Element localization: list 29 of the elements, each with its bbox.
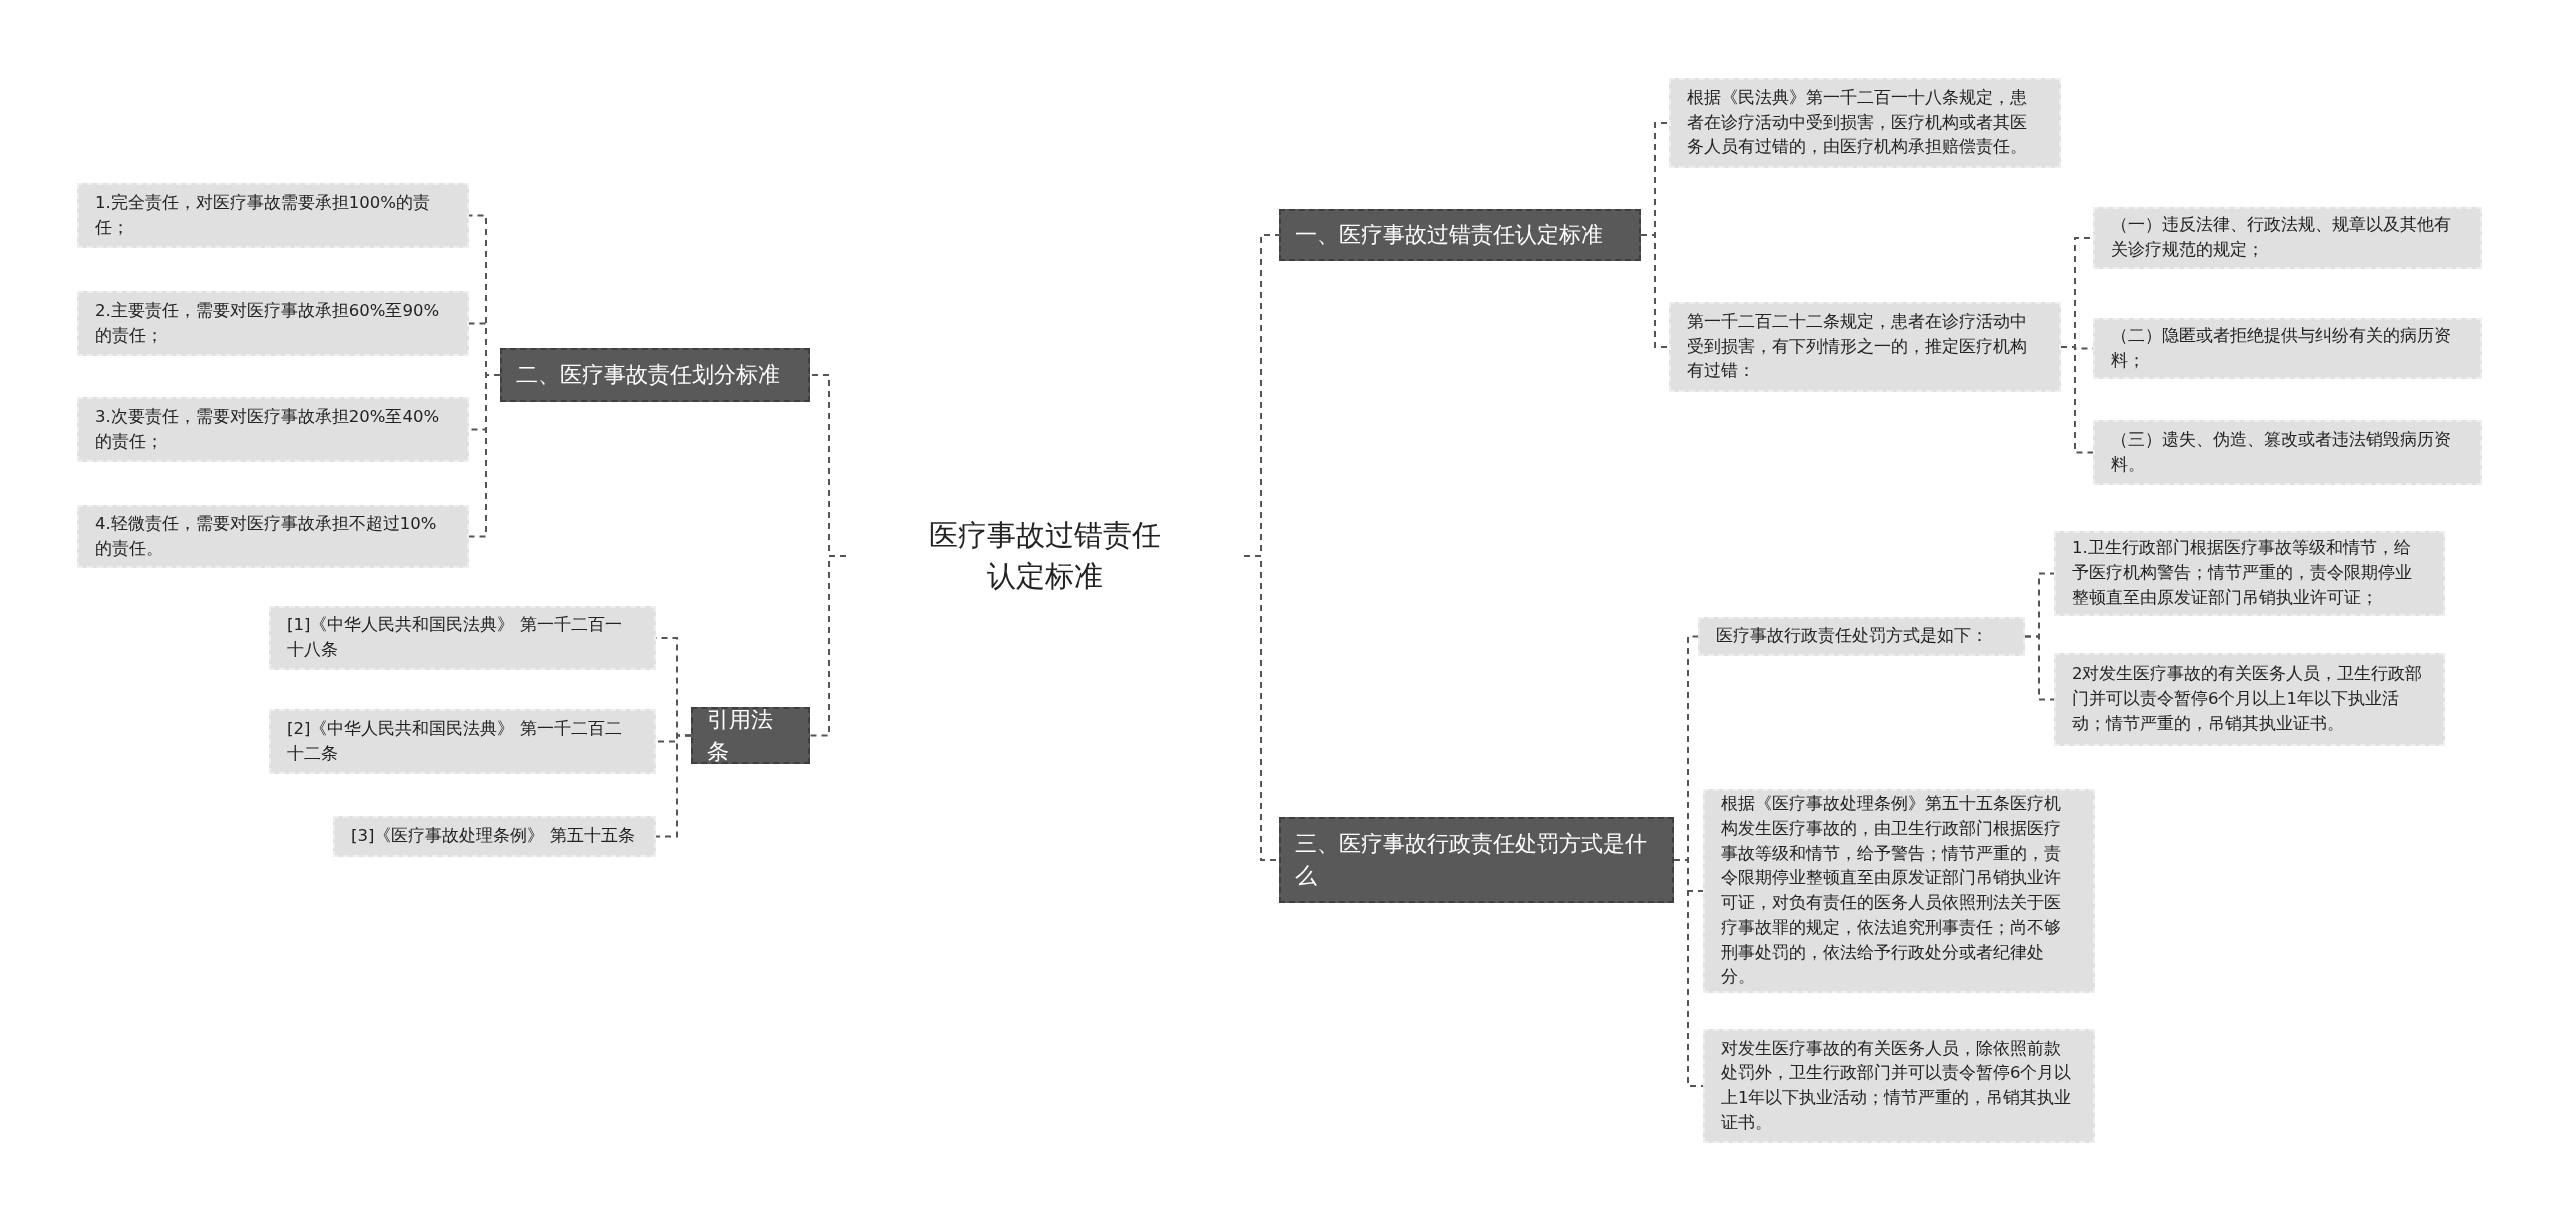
topic-box: 一、医疗事故过错责任认定标准 bbox=[1279, 209, 1641, 261]
subtopic-box: 对发生医疗事故的有关医务人员，除依照前款处罚外，卫生行政部门并可以责令暂停6个月以上1年以下执业活动；情节严重的，吊销其执业证书。 bbox=[1703, 1029, 2095, 1143]
subtopic-box: （三）遗失、伪造、篡改或者违法销毁病历资料。 bbox=[2093, 420, 2482, 485]
central-topic-text: 医疗事故过错责任认定标准 bbox=[928, 517, 1162, 595]
connector-line bbox=[2060, 346, 2094, 454]
connector-line bbox=[1640, 234, 1670, 348]
connector-line bbox=[809, 555, 847, 737]
subtopic-box: 2.主要责任，需要对医疗事故承担60%至90%的责任； bbox=[77, 291, 469, 356]
subtopic-box: 1.完全责任，对医疗事故需要承担100%的责任； bbox=[77, 183, 469, 248]
subtopic-box: 3.次要责任，需要对医疗事故承担20%至40%的责任； bbox=[77, 397, 469, 462]
subtopic-box: 第一千二百二十二条规定，患者在诊疗活动中受到损害，有下列情形之一的，推定医疗机构有过错： bbox=[1669, 302, 2061, 392]
topic-box: 引用法条 bbox=[691, 707, 810, 764]
subtopic-box: 4.轻微责任，需要对医疗事故承担不超过10%的责任。 bbox=[77, 505, 469, 568]
subtopic-box: [1]《中华人民共和国民法典》 第一千二百一十八条 bbox=[269, 606, 656, 670]
subtopic-box: 根据《医疗事故处理条例》第五十五条医疗机构发生医疗事故的，由卫生行政部门根据医疗事故等级和情节，给予警告；情节严重的，责令限期停业整顿直至由原发证部门吊销执业许可证，对负有责任的医务人员依照刑法关于医疗事故罪的规定，依法追究刑事责任；尚不够刑事处罚的，依法给予行政处分或者纪律处分。 bbox=[1703, 789, 2095, 993]
subtopic-box: 医疗事故行政责任处罚方式是如下： bbox=[1698, 617, 2025, 656]
connector-line bbox=[468, 374, 501, 538]
topic-box: 二、医疗事故责任划分标准 bbox=[500, 348, 810, 402]
subtopic-box: 1.卫生行政部门根据医疗事故等级和情节，给予医疗机构警告；情节严重的，责令限期停业整顿直至由原发证部门吊销执业许可证； bbox=[2054, 531, 2445, 616]
connector-line bbox=[1673, 859, 1704, 1087]
subtopic-box: （一）违反法律、行政法规、规章以及其他有关诊疗规范的规定； bbox=[2093, 207, 2482, 269]
subtopic-box: [3]《医疗事故处理条例》 第五十五条 bbox=[333, 816, 656, 857]
connector-line bbox=[655, 734, 692, 838]
subtopic-box: [2]《中华人民共和国民法典》 第一千二百二十二条 bbox=[269, 709, 656, 774]
subtopic-box: 根据《民法典》第一千二百一十八条规定，患者在诊疗活动中受到损害，医疗机构或者其医务人员有过错的，由医疗机构承担赔偿责任。 bbox=[1669, 78, 2061, 168]
subtopic-box: 2对发生医疗事故的有关医务人员，卫生行政部门并可以责令暂停6个月以上1年以下执业活动；情节严重的，吊销其执业证书。 bbox=[2054, 653, 2445, 746]
connector-line bbox=[2024, 635, 2055, 701]
topic-box: 三、医疗事故行政责任处罚方式是什么 bbox=[1279, 817, 1674, 903]
subtopic-box: （二）隐匿或者拒绝提供与纠纷有关的病历资料； bbox=[2093, 318, 2482, 379]
